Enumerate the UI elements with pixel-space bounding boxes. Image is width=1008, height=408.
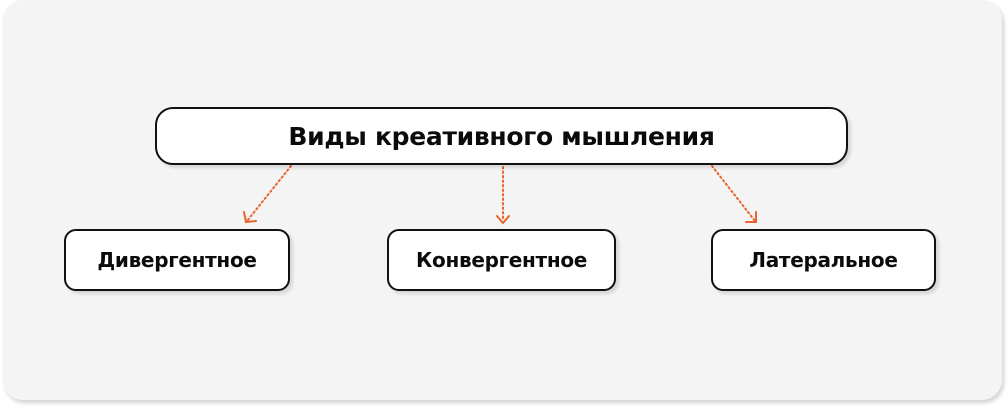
child-node-divergent: Дивергентное: [64, 229, 290, 291]
child-node-label: Конвергентное: [415, 248, 588, 272]
child-node-label: Дивергентное: [97, 248, 257, 272]
child-node-lateral: Латеральное: [711, 229, 936, 291]
diagram-card: [3, 0, 1002, 400]
child-node-label: Латеральное: [749, 248, 898, 272]
root-node-label: Виды креативного мышления: [288, 121, 715, 151]
child-node-convergent: Конвергентное: [387, 229, 616, 291]
root-node: Виды креативного мышления: [155, 107, 848, 165]
